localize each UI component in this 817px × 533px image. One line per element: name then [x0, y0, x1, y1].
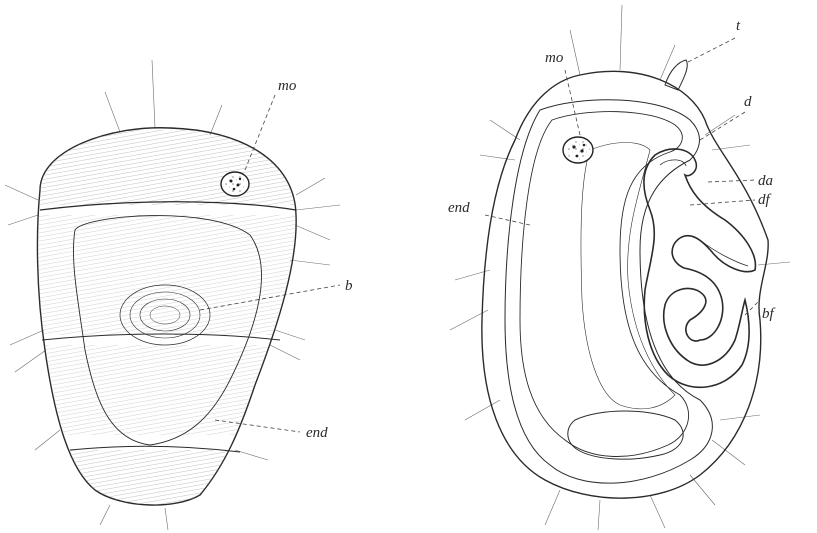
left-ciliary-bands [30, 130, 310, 510]
label-left-b: b [345, 278, 353, 294]
right-mo-organ [563, 137, 593, 163]
label-right-d: d [744, 94, 752, 110]
label-left-end: end [306, 425, 328, 441]
right-specimen: mo t d da df end bf [448, 5, 790, 530]
label-right-da: da [758, 173, 773, 189]
leader-right-da [708, 180, 755, 182]
right-digestive-fold [644, 149, 756, 387]
label-left-mo: mo [278, 78, 297, 94]
label-right-df: df [758, 192, 772, 208]
label-right-mo: mo [545, 50, 564, 66]
label-right-end: end [448, 200, 470, 216]
left-specimen: mo b end [5, 60, 353, 530]
label-right-bf: bf [762, 306, 776, 322]
right-tentacle [665, 60, 687, 90]
left-mo-organ [221, 172, 249, 196]
label-right-t: t [736, 18, 741, 34]
right-endoderm [520, 112, 689, 457]
leader-right-t [688, 38, 735, 62]
